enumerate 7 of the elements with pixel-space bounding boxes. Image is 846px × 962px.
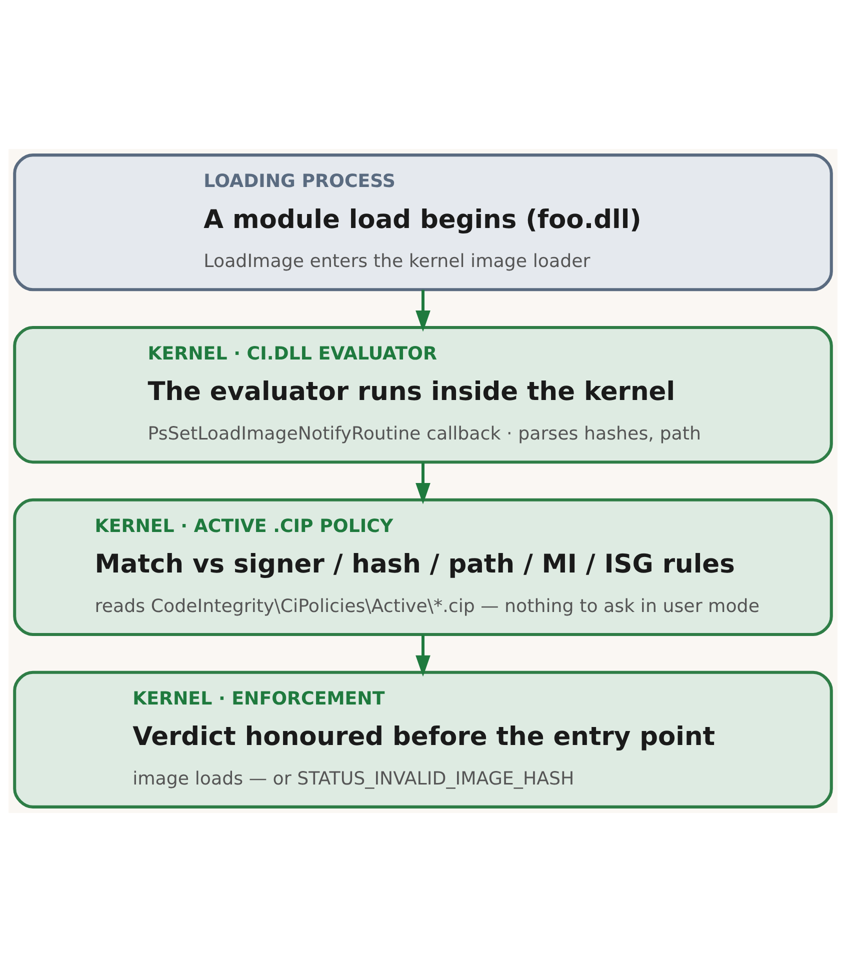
arrow: [416, 290, 430, 332]
arrow: [416, 462, 430, 504]
arrow: [416, 634, 430, 677]
node-box: KERNEL · ENFORCEMENT Verdict honoured before the entry point image loads — or STATUS_INVALID_IMAGE_HASH: [13, 670, 833, 808]
node-box: KERNEL · ACTIVE .CIP POLICY Match vs signer / hash / path / MI / ISG rules reads CodeIntegrity\CiPolicies\Active\*.cip — nothing to ask in user mode: [13, 498, 833, 636]
node-box: KERNEL · CI.DLL EVALUATOR The evaluator runs inside the kernel PsSetLoadImageNotifyRoutine callback · parses hashes, path: [13, 326, 833, 464]
node-box: LOADING PROCESS A module load begins (foo.dll) LoadImage enters the kernel image loader: [13, 154, 833, 292]
